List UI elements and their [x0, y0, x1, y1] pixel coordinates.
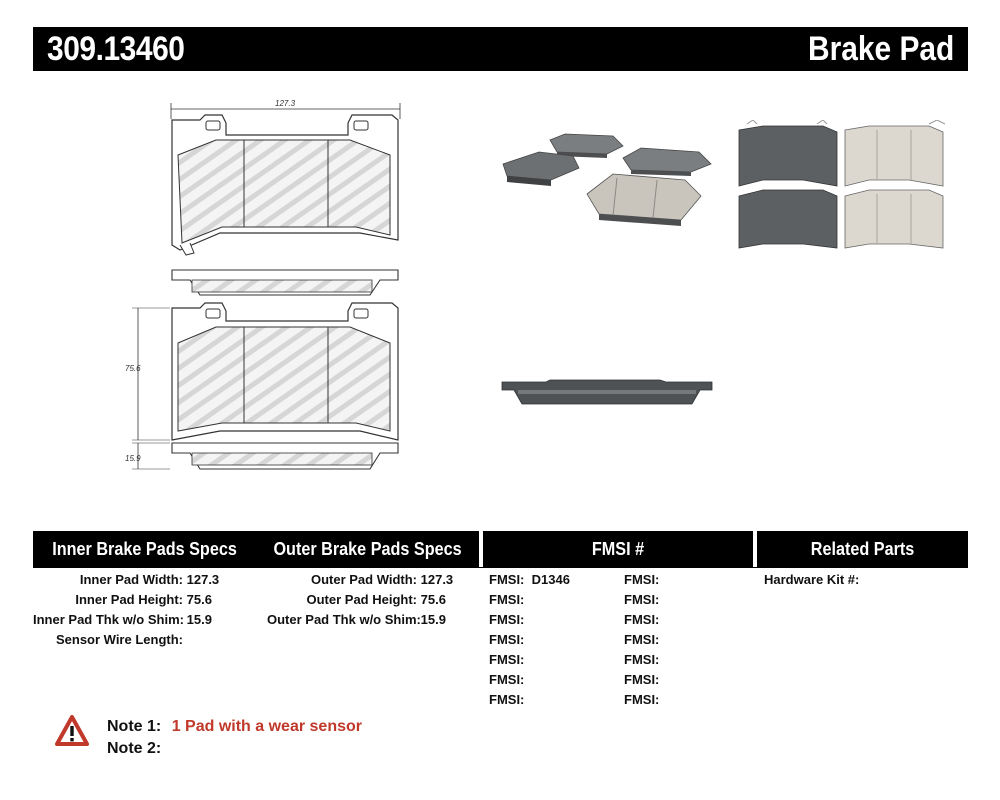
note-2: Note 2: — [107, 740, 161, 758]
part-number: 309.13460 — [47, 30, 185, 68]
note-1-text: 1 Pad with a wear sensor — [171, 718, 362, 735]
spec-row: Inner Pad Thk w/o Shim: 15.9 — [33, 612, 212, 627]
outer-specs-list: Outer Pad Width: 127.3 Outer Pad Height:… — [267, 570, 453, 630]
header-bar: 309.13460 Brake Pad — [33, 27, 968, 71]
product-type: Brake Pad — [807, 30, 954, 68]
spec-row: Outer Pad Height: 75.6 — [306, 592, 446, 607]
spec-row: Outer Pad Width: 127.3 — [310, 572, 454, 587]
fmsi-row: FMSI: — [624, 632, 660, 647]
spec-row: Inner Pad Width: 127.3 — [79, 572, 220, 587]
pad-set-photo — [502, 133, 712, 226]
fmsi-list-right: FMSI: FMSI: FMSI: FMSI: FMSI: FMSI: FMSI… — [624, 570, 659, 710]
fmsi-row: FMSI: — [489, 672, 525, 687]
spec-row: Outer Pad Thk w/o Shim: 15.9 — [267, 612, 446, 627]
spec-row: Inner Pad Height: 75.6 — [75, 592, 212, 607]
inner-specs-list: Inner Pad Width: 127.3 Inner Pad Height:… — [33, 570, 219, 650]
fmsi-row: FMSI: — [624, 672, 660, 687]
fmsi-title: FMSI # — [591, 539, 645, 559]
header-rule — [33, 567, 968, 568]
specs-header-titles: Inner Brake Pads Specs Outer Brake Pads … — [33, 531, 479, 567]
hardware-kit-label: Hardware Kit #: — [764, 572, 860, 587]
fmsi-row: FMSI: — [624, 692, 660, 707]
pad-profile-photo — [501, 379, 713, 405]
height-dimension: 75.6 — [125, 364, 141, 373]
fmsi-row: FMSI: — [624, 652, 660, 667]
note-1-label: Note 1: — [107, 718, 162, 735]
fmsi-row: FMSI: — [489, 692, 525, 707]
specs-header — [33, 531, 479, 567]
warning-triangle-icon — [55, 715, 89, 746]
note-2-label: Note 2: — [107, 740, 162, 757]
inner-specs-title: Inner Brake Pads Specs — [52, 539, 237, 559]
related-parts-title: Related Parts — [810, 539, 915, 559]
fmsi-row: FMSI: — [489, 612, 525, 627]
width-dimension: 127.3 — [275, 99, 296, 108]
related-parts-header: Related Parts — [757, 531, 968, 567]
fmsi-row: FMSI: — [624, 592, 660, 607]
fmsi-row: FMSI: — [489, 652, 525, 667]
note-1: Note 1: 1 Pad with a wear sensor — [107, 718, 362, 736]
spec-row: Sensor Wire Length: — [55, 632, 183, 647]
pad-technical-drawing: 127.3 75.6 15.9 — [125, 99, 401, 470]
fmsi-row: FMSI: D1346 — [489, 572, 570, 587]
fmsi-row: FMSI: — [624, 572, 660, 587]
thickness-dimension: 15.9 — [125, 454, 141, 463]
fmsi-header: FMSI # — [483, 531, 753, 567]
fmsi-row: FMSI: — [624, 612, 660, 627]
fmsi-list-left: FMSI: D1346 FMSI: FMSI: FMSI: FMSI: FMSI… — [489, 570, 570, 710]
fmsi-row: FMSI: — [489, 632, 525, 647]
outer-specs-title: Outer Brake Pads Specs — [273, 539, 462, 559]
fmsi-row: FMSI: — [489, 592, 525, 607]
hardware-kit-row: Hardware Kit #: — [764, 570, 859, 590]
pad-faces-photo — [738, 120, 946, 249]
